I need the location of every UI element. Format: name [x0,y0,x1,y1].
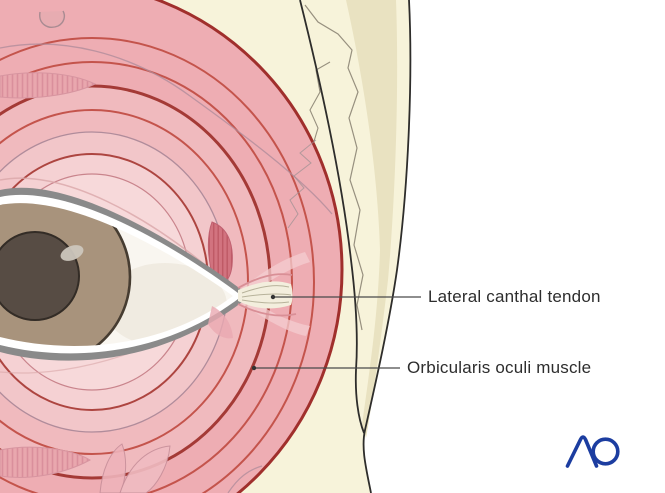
bone-suture-line [304,4,364,331]
suture-through-muscle [287,139,317,229]
ao-logo-icon [565,435,620,468]
muscle-striation-lower-left [0,446,92,478]
leader-line-tendon [270,294,421,300]
muscle-petal-2 [119,445,171,493]
bone-outer-outline [362,0,412,493]
leader-dot-muscle [251,365,257,371]
muscle-notch-detail [39,10,66,28]
bone-density-band [346,0,398,438]
label-orbicularis-oculi-muscle: Orbicularis oculi muscle [407,358,592,377]
label-lateral-canthal-tendon: Lateral canthal tendon [428,287,601,306]
leader-line-muscle [251,365,400,371]
bone-inner-outline [299,0,365,434]
lateral-canthal-tendon [237,273,297,317]
pupil [0,231,80,321]
muscle-striation-upper-left [0,72,97,99]
fascia-line-lower [227,465,263,493]
bone-suture-branch [309,61,331,149]
eye-highlight [60,245,84,261]
eye [0,187,250,361]
leader-dot-tendon [270,294,276,300]
sub-canthal-fold [208,306,233,339]
